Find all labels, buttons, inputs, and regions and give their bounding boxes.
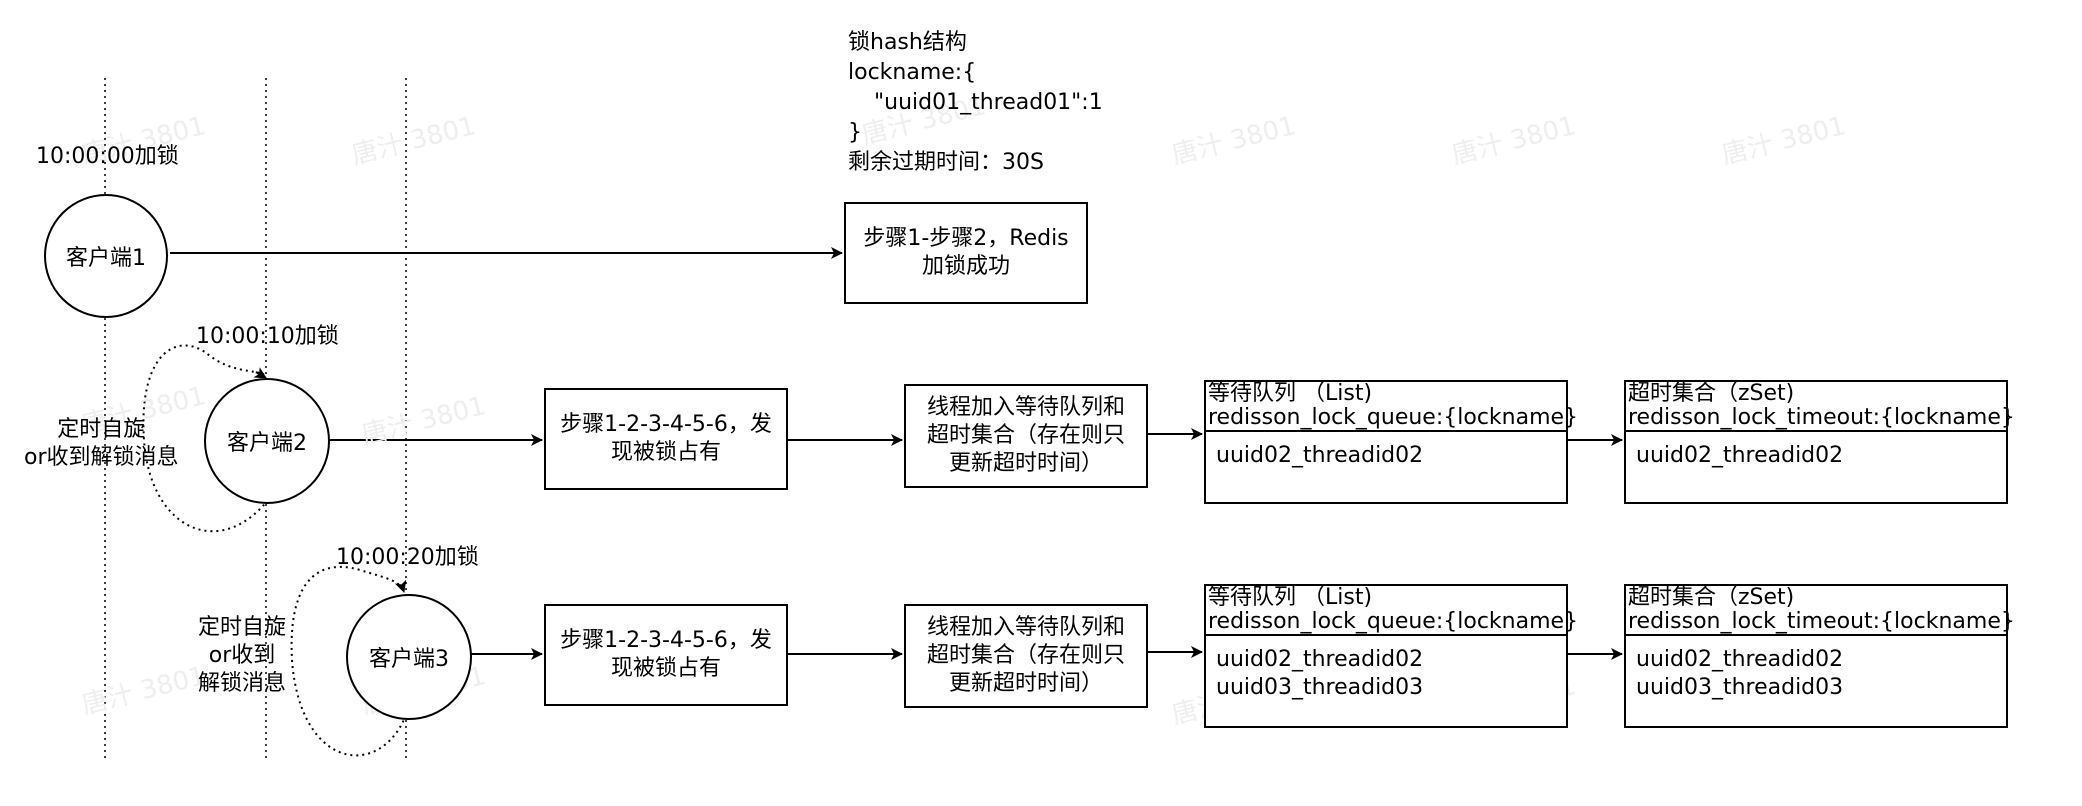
client3-step-line: 步骤1-2-3-4-5-6，发 (560, 628, 772, 653)
list-item: uuid02_threadid02 (1636, 443, 1844, 468)
client1-label: 客户端1 (66, 246, 146, 271)
client3-time-label: 10:00:20加锁 (336, 545, 479, 570)
client2-enqueue-box: 线程加入等待队列和 超时集合（存在则只 更新超时时间） (904, 384, 1148, 488)
client2-step-box: 步骤1-2-3-4-5-6，发 现被锁占有 (544, 388, 788, 490)
client2-label: 客户端2 (227, 431, 307, 456)
lock-info: 锁hash结构 lockname:{ "uuid01_thread01":1 }… (848, 28, 1103, 178)
list-item: uuid02_threadid02 (1636, 647, 1844, 672)
client2-time-label: 10:00:10加锁 (196, 324, 339, 349)
client3-loop-line: 定时自旋 (198, 615, 287, 640)
timeout-set-title: 超时集合（zSet) (1628, 381, 1795, 406)
wait-queue-header: 等待队列 （List) redisson_lock_queue:{locknam… (1206, 585, 1579, 636)
timeout-set-key: redisson_lock_timeout:{lockname} (1628, 405, 2015, 430)
wait-queue-title: 等待队列 （List) (1208, 381, 1373, 406)
list-item: uuid02_threadid02 (1216, 443, 1424, 468)
lock-info-line4: 剩余过期时间：30S (848, 150, 1044, 175)
client2-enqueue-line: 超时集合（存在则只 (926, 423, 1125, 448)
client1-node: 客户端1 (44, 194, 168, 318)
client1-step-line: 加锁成功 (921, 254, 1010, 279)
timeout-set-header: 超时集合（zSet) redisson_lock_timeout:{lockna… (1626, 585, 2015, 636)
wait-queue-key: redisson_lock_queue:{lockname} (1208, 405, 1579, 430)
client3-enqueue-box: 线程加入等待队列和 超时集合（存在则只 更新超时时间） (904, 604, 1148, 708)
lock-info-line1: lockname:{ (848, 60, 977, 85)
wait-queue-header: 等待队列 （List) redisson_lock_queue:{locknam… (1206, 381, 1579, 432)
client2-step-line: 现被锁占有 (610, 440, 721, 465)
client2-loop-line: 定时自旋 (57, 417, 146, 442)
loop-client2-arrowhead (253, 367, 267, 379)
wait-queue-items: uuid02_threadid02 (1206, 432, 1566, 480)
client3-enqueue-line: 线程加入等待队列和 (926, 615, 1125, 640)
wait-queue-title: 等待队列 （List) (1208, 585, 1373, 610)
timeout-set-title: 超时集合（zSet) (1628, 585, 1795, 610)
client1-step-line: 步骤1-步骤2，Redis (863, 226, 1069, 251)
client2-step-line: 步骤1-2-3-4-5-6，发 (560, 412, 772, 437)
loop-client3 (290, 565, 407, 757)
client2-timeout-set: 超时集合（zSet) redisson_lock_timeout:{lockna… (1624, 380, 2015, 504)
loop-client2 (142, 344, 269, 533)
wait-queue-key: redisson_lock_queue:{lockname} (1208, 609, 1579, 634)
list-item: uuid03_threadid03 (1216, 675, 1424, 700)
client3-wait-queue: 等待队列 （List) redisson_lock_queue:{locknam… (1204, 584, 1579, 728)
client3-loop-line: 解锁消息 (198, 671, 287, 696)
client3-step-line: 现被锁占有 (610, 656, 721, 681)
timeout-set-items: uuid02_threadid02 (1626, 432, 2006, 480)
client2-enqueue-line: 线程加入等待队列和 (926, 395, 1125, 420)
client3-enqueue-line: 超时集合（存在则只 (926, 643, 1125, 668)
list-item: uuid03_threadid03 (1636, 675, 1844, 700)
lock-info-line3: } (848, 120, 862, 145)
client2-loop-label: 定时自旋 or收到解锁消息 (24, 416, 179, 472)
timeout-set-key: redisson_lock_timeout:{lockname} (1628, 609, 2015, 634)
client2-loop-line: or收到解锁消息 (24, 445, 179, 470)
client1-step-box: 步骤1-步骤2，Redis 加锁成功 (844, 202, 1088, 304)
client3-node: 客户端3 (346, 594, 472, 720)
timeout-set-header: 超时集合（zSet) redisson_lock_timeout:{lockna… (1626, 381, 2015, 432)
client2-node: 客户端2 (204, 378, 330, 504)
client1-time-label: 10:00:00加锁 (36, 144, 179, 169)
list-item: uuid02_threadid02 (1216, 647, 1424, 672)
client2-wait-queue: 等待队列 （List) redisson_lock_queue:{locknam… (1204, 380, 1579, 504)
lock-info-line2: "uuid01_thread01":1 (874, 90, 1103, 115)
client3-step-box: 步骤1-2-3-4-5-6，发 现被锁占有 (544, 604, 788, 706)
client3-timeout-set: 超时集合（zSet) redisson_lock_timeout:{lockna… (1624, 584, 2015, 728)
wait-queue-items: uuid02_threadid02 uuid03_threadid03 (1206, 636, 1566, 712)
client3-loop-line: or收到 (208, 643, 276, 668)
timeout-set-items: uuid02_threadid02 uuid03_threadid03 (1626, 636, 2006, 712)
client3-label: 客户端3 (369, 647, 449, 672)
client3-loop-label: 定时自旋 or收到 解锁消息 (198, 614, 286, 698)
client2-enqueue-line: 更新超时时间） (948, 451, 1103, 476)
client3-enqueue-line: 更新超时时间） (948, 671, 1103, 696)
lock-info-title: 锁hash结构 (848, 30, 967, 55)
